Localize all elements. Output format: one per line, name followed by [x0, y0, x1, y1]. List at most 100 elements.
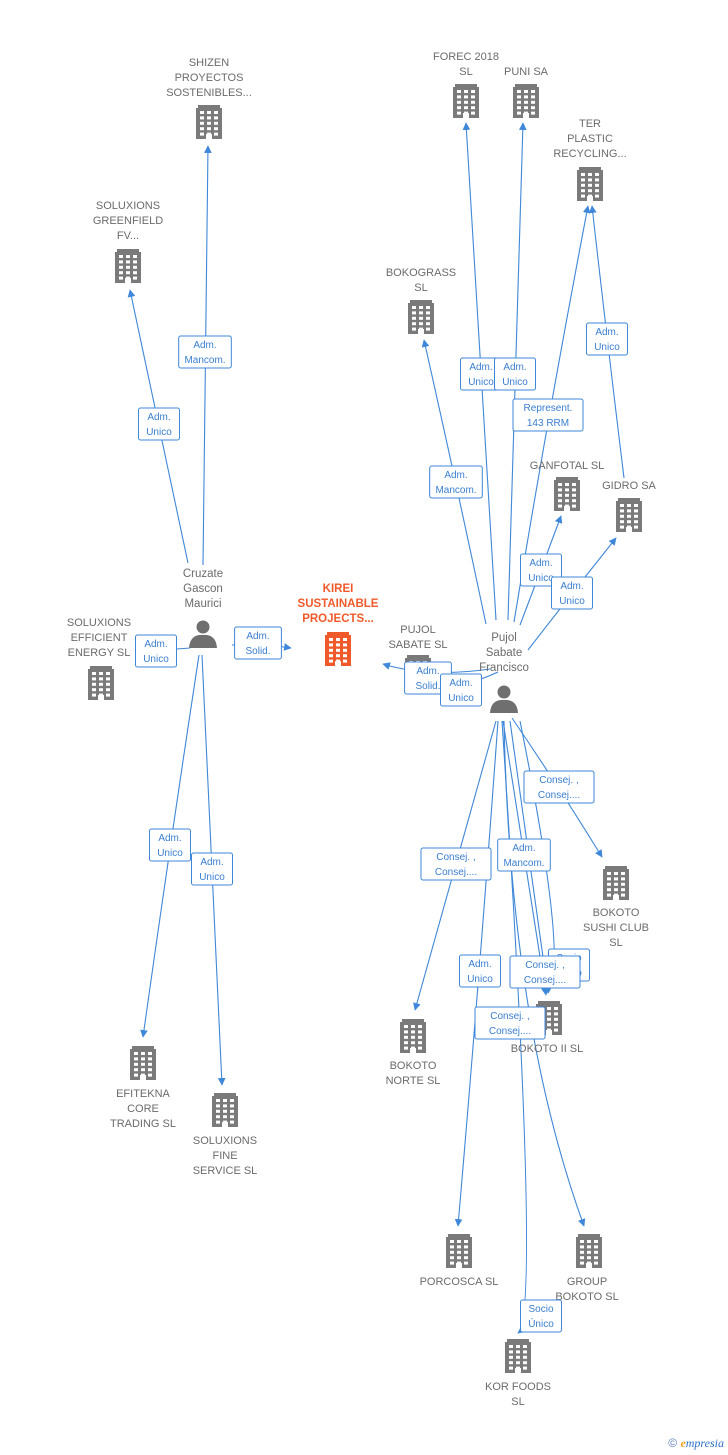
edge-label-line: Solid. [245, 646, 270, 657]
edge-label-pujol-to-group_bokoto[interactable]: Consej. , Consej.... [474, 1006, 546, 1040]
edge-label-line: Adm. [444, 470, 467, 481]
edge-label-line: Adm. [469, 362, 492, 373]
node-label: KIREI [323, 583, 354, 595]
edge-label-pujol-to-bokoto_ii[interactable]: Adm.Mancom. [497, 838, 551, 872]
edge-label-line: Unico [594, 342, 620, 353]
edge-label-pujol-to-bokograss[interactable]: Adm.Mancom. [429, 465, 483, 499]
node-label: SUSHI CLUB [583, 922, 649, 934]
edge-label-cruzate-to-kirei[interactable]: Adm. Solid. [234, 626, 282, 660]
building-icon [400, 1019, 426, 1053]
building-icon [505, 1339, 531, 1373]
edge-label-line: Unico [468, 377, 494, 388]
node-label: SUSTAINABLE [298, 598, 379, 610]
edge-label-pujol-to-ter[interactable]: Represent.143 RRM [512, 398, 584, 432]
node-label: PORCOSCA SL [420, 1276, 499, 1288]
edge-label-cruzate-to-efitekna[interactable]: Adm. Unico [149, 828, 191, 862]
node-kirei[interactable]: KIREISUSTAINABLEPROJECTS... [298, 583, 379, 666]
edge-label-cruzate-to-shizen[interactable]: Adm.Mancom. [178, 335, 232, 369]
copyright-symbol: © [668, 1436, 678, 1450]
building-icon [88, 666, 114, 700]
node-label: PUNI SA [504, 66, 549, 78]
edge-label-line: Consej. , [490, 1011, 529, 1022]
building-icon [325, 632, 351, 666]
edge-label-pujol-to-porcosca[interactable]: Adm. Unico [459, 954, 501, 988]
node-label: BOKOTO SL [555, 1291, 618, 1303]
node-label: BOKOTO [390, 1060, 437, 1072]
node-label: FV... [117, 230, 139, 242]
edge-label-pujol-to-kirei[interactable]: Adm. Solid. [404, 661, 452, 695]
edge-label-pujol-to-bokoto_norte[interactable]: Consej. ,Consej.... [420, 847, 492, 881]
edge-label-pujol-to-gidro[interactable]: Adm. Unico [551, 576, 593, 610]
node-label: SL [459, 66, 472, 78]
node-label: GROUP [567, 1276, 607, 1288]
edge-label-cruzate-to-soluxions_fs[interactable]: Adm.Unico [191, 852, 233, 886]
edge-label-line: Adm. [560, 581, 583, 592]
node-label: SHIZEN [189, 57, 229, 69]
node-label: ENERGY SL [68, 647, 131, 659]
edge-label-line: Unico [528, 573, 554, 584]
node-label: BOKOTO II SL [511, 1043, 584, 1055]
node-ganfotal[interactable]: GANFOTAL SL [530, 460, 605, 511]
edge-label-line: Adm. [246, 631, 269, 642]
edge-label-pujol-to-pujol_sabate_sl[interactable]: Adm.Unico [440, 673, 482, 707]
node-label: Cruzate [183, 568, 223, 580]
edge-label-line: Adm. [468, 959, 491, 970]
node-ter[interactable]: TERPLASTICRECYCLING... [553, 118, 627, 201]
node-gidro[interactable]: GIDRO SA [602, 480, 657, 532]
edge-label-line: Consej.... [489, 1026, 531, 1037]
edge-label-cruzate-to-soluxions_ee[interactable]: Adm.Unico [135, 634, 177, 668]
edge-label-line: Unico [559, 596, 585, 607]
edge-label-line: Unico [143, 654, 169, 665]
building-icon [446, 1234, 472, 1268]
node-label: GANFOTAL SL [530, 460, 605, 472]
edge-label-line: Unico [157, 848, 183, 859]
building-icon [577, 167, 603, 201]
node-puni[interactable]: PUNI SA [504, 66, 549, 118]
node-label: BOKOGRASS [386, 267, 456, 279]
node-label: SL [609, 937, 622, 949]
node-label: TRADING SL [110, 1118, 176, 1130]
node-label: GIDRO SA [602, 480, 656, 492]
node-shizen[interactable]: SHIZENPROYECTOSSOSTENIBLES... [166, 57, 252, 139]
edge-label-line: Unico [467, 974, 493, 985]
edge-label-pujol-to-puni[interactable]: Adm.Unico [494, 357, 536, 391]
edge-label-line: Adm. [416, 666, 439, 677]
building-icon [513, 84, 539, 118]
node-label: TER [579, 118, 601, 130]
edge-label-line: Adm. [449, 678, 472, 689]
edge-label-pujol-to-ter[interactable]: Adm. Unico [586, 322, 628, 356]
node-porcosca[interactable]: PORCOSCA SL [420, 1234, 499, 1288]
building-icon [212, 1093, 238, 1127]
node-soluxions-gfv[interactable]: SOLUXIONSGREENFIELDFV... [93, 200, 163, 283]
building-icon [576, 1234, 602, 1268]
edge-label-cruzate-to-soluxions_gfv[interactable]: Adm.Unico [138, 407, 180, 441]
node-label: SOLUXIONS [193, 1135, 257, 1147]
node-label: Sabate [486, 647, 522, 659]
node-group-bokoto[interactable]: GROUP BOKOTO SL [555, 1234, 619, 1303]
node-label: Francisco [479, 662, 529, 674]
empresia-credit[interactable]: © empresia [668, 1436, 724, 1451]
edge-label-pujol-to-forec[interactable]: Adm. Unico [460, 357, 502, 391]
edge-label-pujol-to-bokoto_sushi[interactable]: Consej. ,Consej.... [523, 770, 595, 804]
building-icon [554, 477, 580, 511]
edge-label-line: Solid. [415, 681, 440, 692]
node-label: CORE [127, 1103, 159, 1115]
edge-label-line: Adm. [158, 833, 181, 844]
edge-label-line: Consej. , [539, 775, 578, 786]
edge-label-line: Adm. [595, 327, 618, 338]
node-label: GREENFIELD [93, 215, 163, 227]
node-label: SL [511, 1396, 524, 1408]
edge-label-pujol-to-bokoto_ii[interactable]: Consej. ,Consej.... [509, 955, 581, 989]
